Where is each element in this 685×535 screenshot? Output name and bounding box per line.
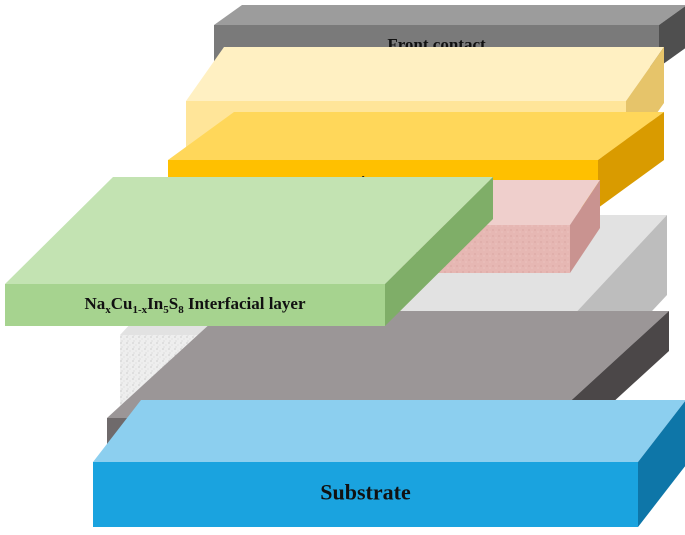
label-part: Cu xyxy=(111,294,133,313)
layer-interfacial: NaxCu1-xIn5S8 Interfacial layer xyxy=(5,177,493,326)
front-contact-top-face xyxy=(214,5,685,25)
substrate-front-face xyxy=(93,462,638,527)
front-contact-side-face xyxy=(659,6,685,67)
substrate-top-face xyxy=(93,400,685,462)
layer-substrate: Substrate xyxy=(93,400,685,527)
interfacial-label: NaxCu1-xIn5S8 Interfacial layer xyxy=(84,294,305,316)
label-part: In xyxy=(147,294,164,313)
label-part: S xyxy=(169,294,178,313)
interfacial-side-face xyxy=(385,177,493,326)
back-contact-top-face xyxy=(107,311,669,418)
label-part: 8 xyxy=(178,304,184,316)
i-zno-top-face xyxy=(168,112,664,160)
label-part: Interfacial layer xyxy=(184,294,306,313)
label-part: 1-x xyxy=(133,304,148,316)
label-part: Na xyxy=(84,294,105,313)
i-zno-side-face xyxy=(598,112,664,208)
label-part: 5 xyxy=(163,304,169,316)
label-part: x xyxy=(105,304,111,316)
buffer-side-face xyxy=(570,180,600,273)
interfacial-top-face xyxy=(5,177,493,284)
interfacial-front-face xyxy=(5,284,385,326)
substrate-side-face xyxy=(638,401,685,527)
zno-al-top-face xyxy=(186,47,664,101)
substrate-label: Substrate xyxy=(320,480,411,505)
